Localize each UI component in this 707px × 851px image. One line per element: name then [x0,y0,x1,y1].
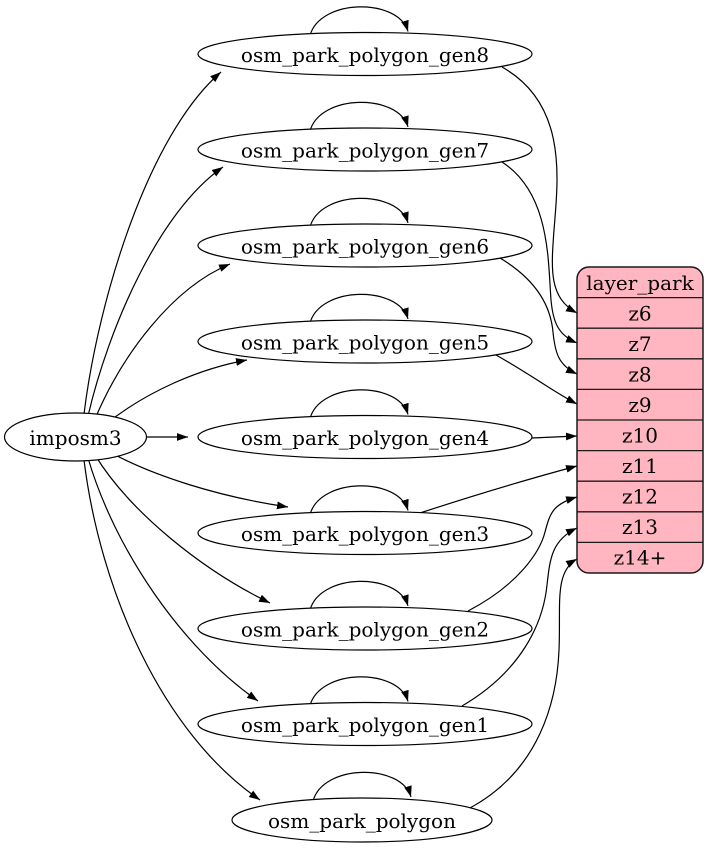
table-row-z10: z10 [622,424,658,448]
node-osm_park_polygon_gen7: osm_park_polygon_gen7 [197,127,533,172]
self-loop-osm_park_polygon_gen5 [309,293,409,324]
edge-osm_park_polygon-z14 [469,558,578,809]
node-label-osm_park_polygon_gen5: osm_park_polygon_gen5 [241,331,489,355]
edge-imposm3-osm_park_polygon_gen6 [94,263,231,420]
edge-imposm3-osm_park_polygon_gen8 [83,71,222,415]
edge-osm_park_polygon_gen7-z7 [501,161,578,344]
node-ellipse-osm_park_polygon_gen3 [197,510,533,556]
edge-osm_park_polygon_gen5-z9 [495,354,578,405]
node-ellipse-osm_park_polygon [231,797,493,843]
table-row-z7: z7 [628,332,651,356]
edge-imposm3-osm_park_polygon_gen3 [105,449,289,510]
table-row-z9: z9 [628,393,651,417]
node-label-osm_park_polygon_gen4: osm_park_polygon_gen4 [241,426,489,450]
edge-imposm3-osm_park_polygon_gen7 [87,166,224,417]
node-label-imposm3: imposm3 [29,426,121,450]
self-loop-osm_park_polygon_gen4 [309,389,409,419]
node-ellipse-osm_park_polygon_gen4 [197,414,533,460]
edge-osm_park_polygon_gen2-z12 [467,496,578,612]
self-loop-osm_park_polygon_gen2 [309,580,409,611]
node-ellipse-osm_park_polygon_gen1 [197,701,533,747]
node-label-osm_park_polygon_gen8: osm_park_polygon_gen8 [241,43,489,67]
node-ellipse-imposm3 [3,412,148,462]
node-ellipse-osm_park_polygon_gen7 [197,127,533,172]
node-osm_park_polygon_gen2: osm_park_polygon_gen2 [197,606,533,651]
node-ellipse-osm_park_polygon_gen2 [197,606,533,651]
edge-osm_park_polygon_gen3-z11 [419,465,578,514]
self-loop-osm_park_polygon_gen8 [309,6,409,36]
node-label-osm_park_polygon_gen1: osm_park_polygon_gen1 [241,713,489,737]
self-loop-osm_park_polygon_gen6 [309,197,409,228]
edge-imposm3-osm_park_polygon_gen2 [94,454,271,604]
self-loop-osm_park_polygon_gen1 [309,676,409,706]
table-row-z6: z6 [628,302,651,326]
table-row-z8: z8 [628,363,651,387]
node-ellipse-osm_park_polygon_gen5 [197,319,533,364]
layer-park-table: layer_park z6 z7 z8 z9 z10 z11 z12 z13 z… [576,266,704,574]
edge-osm_park_polygon_gen8-z6 [501,66,578,314]
self-loop-osm_park_polygon [312,771,412,802]
node-osm_park_polygon_gen1: osm_park_polygon_gen1 [197,701,533,747]
edges-to-layer-table [419,66,578,809]
node-label-osm_park_polygon_gen7: osm_park_polygon_gen7 [241,139,489,163]
edge-imposm3-osm_park_polygon_gen5 [105,358,248,425]
node-label-osm_park_polygon_gen3: osm_park_polygon_gen3 [241,522,489,546]
edge-imposm3-osm_park_polygon [83,459,261,801]
table-header-layer-park: layer_park [586,271,694,295]
self-loop-osm_park_polygon_gen7 [309,101,409,132]
node-ellipse-osm_park_polygon_gen6 [197,223,533,268]
node-osm_park_polygon_gen8: osm_park_polygon_gen8 [197,31,533,77]
node-ellipse-osm_park_polygon_gen8 [197,31,533,77]
edge-osm_park_polygon_gen1-z13 [461,527,578,707]
node-label-osm_park_polygon_gen6: osm_park_polygon_gen6 [241,235,489,259]
node-osm_park_polygon_gen3: osm_park_polygon_gen3 [197,510,533,556]
edge-osm_park_polygon_gen4-z10 [531,432,578,441]
node-osm_park_polygon_gen4: osm_park_polygon_gen4 [197,414,533,460]
self-loop-osm_park_polygon_gen3 [309,485,409,515]
table-row-z12: z12 [622,485,658,509]
node-imposm3: imposm3 [3,412,148,462]
table-row-z14: z14+ [614,546,667,570]
node-osm_park_polygon_gen5: osm_park_polygon_gen5 [197,319,533,364]
node-osm_park_polygon_gen6: osm_park_polygon_gen6 [197,223,533,268]
edge-imposm3-osm_park_polygon_gen1 [87,457,259,702]
self-loop-edges [309,6,412,802]
node-osm_park_polygon: osm_park_polygon [231,797,493,843]
table-row-z11: z11 [622,454,658,478]
table-row-z13: z13 [622,515,658,539]
edge-osm_park_polygon_gen6-z8 [499,257,578,375]
edges-from-source [83,71,289,801]
node-label-osm_park_polygon_gen2: osm_park_polygon_gen2 [241,618,489,642]
node-label-osm_park_polygon: osm_park_polygon [268,809,456,833]
